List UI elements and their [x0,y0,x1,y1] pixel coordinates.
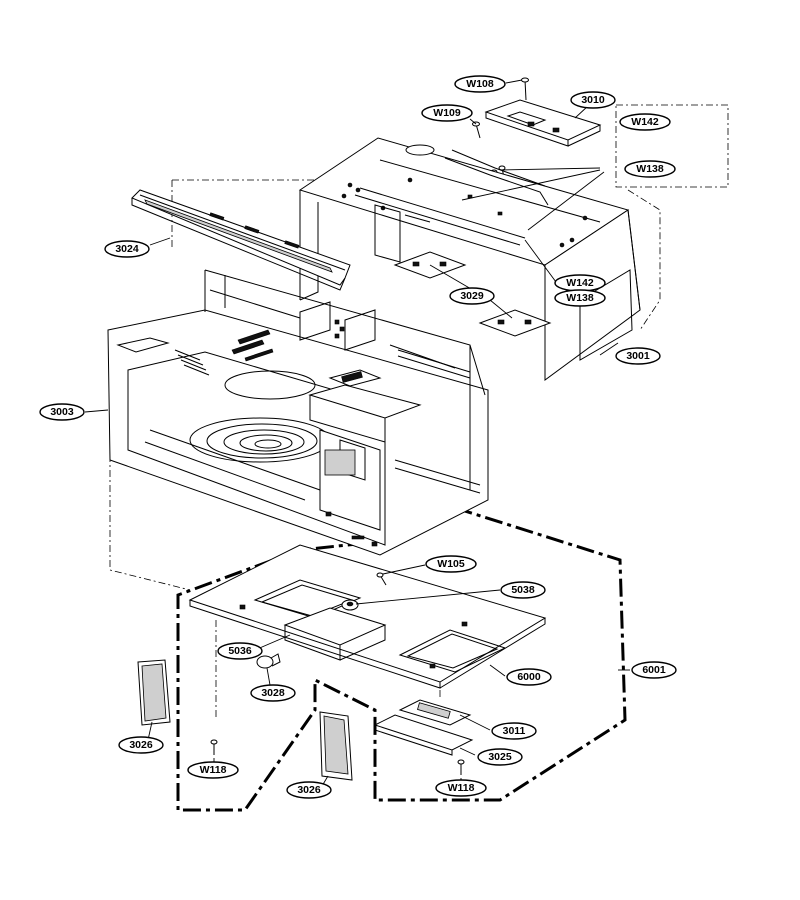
cover-3011 [398,699,472,726]
screw-w109 [472,121,481,139]
callout-3025: 3025 [477,748,523,766]
outer-case-3001 [298,137,641,381]
callout-3011: 3011 [491,722,537,740]
svg-text:3011: 3011 [503,725,526,737]
callout-w138-mid: W138 [554,289,606,307]
svg-text:3029: 3029 [460,290,484,302]
svg-text:W142: W142 [631,116,659,128]
leader-lines [84,79,630,787]
svg-text:3010: 3010 [581,94,605,106]
screw-w118-right [457,759,465,775]
callout-6000: 6000 [506,668,552,686]
screw-w105 [376,572,387,586]
svg-text:W105: W105 [437,558,465,570]
svg-text:6000: 6000 [517,671,541,683]
callout-3003: 3003 [39,403,85,421]
svg-text:W138: W138 [636,163,664,175]
svg-text:3003: 3003 [50,406,74,418]
callout-3010: 3010 [570,91,616,109]
svg-text:3028: 3028 [261,687,285,699]
lamp-3028 [256,653,281,669]
svg-text:W142: W142 [566,277,594,289]
callout-3026-bottom: 3026 [286,781,332,799]
callout-3001: 3001 [615,347,661,365]
svg-text:W109: W109 [433,107,461,119]
svg-text:5038: 5038 [511,584,535,596]
svg-text:5036: 5036 [228,645,252,657]
svg-text:3025: 3025 [488,751,512,763]
svg-text:6001: 6001 [642,664,666,676]
svg-text:3024: 3024 [115,243,139,255]
grille-3024 [131,189,351,291]
callout-w138-top: W138 [624,160,676,178]
callout-w142-mid: W142 [554,274,606,292]
callout-w105: W105 [425,555,477,573]
callout-3026-left: 3026 [118,736,164,754]
svg-text:W118: W118 [200,764,227,776]
svg-text:3026: 3026 [129,739,153,751]
svg-text:3026: 3026 [297,784,321,796]
callout-6001: 6001 [631,661,677,679]
cavity-3003 [107,269,489,556]
callout-w118-right: W118 [435,779,487,797]
filter-3026-left [137,659,171,726]
svg-text:W138: W138 [566,292,594,304]
callout-5038: 5038 [500,581,546,599]
base-plate-6000 [188,544,547,689]
screw-w108 [521,77,529,101]
callout-w108: W108 [454,75,506,93]
callout-5036: 5036 [217,642,263,660]
callout-w118-left: W118 [187,761,239,779]
filter-3026-bottom [319,711,353,781]
svg-text:W108: W108 [466,78,494,90]
svg-text:W118: W118 [448,782,475,794]
plate-3010 [484,99,602,147]
screw-w118-left [210,739,218,755]
callout-3024: 3024 [104,240,150,258]
callout-w109: W109 [421,104,473,122]
svg-text:3001: 3001 [626,350,650,362]
holder-3025 [373,714,474,756]
callout-3028: 3028 [250,684,296,702]
callout-w142-top: W142 [619,113,671,131]
callout-3029: 3029 [449,287,495,305]
